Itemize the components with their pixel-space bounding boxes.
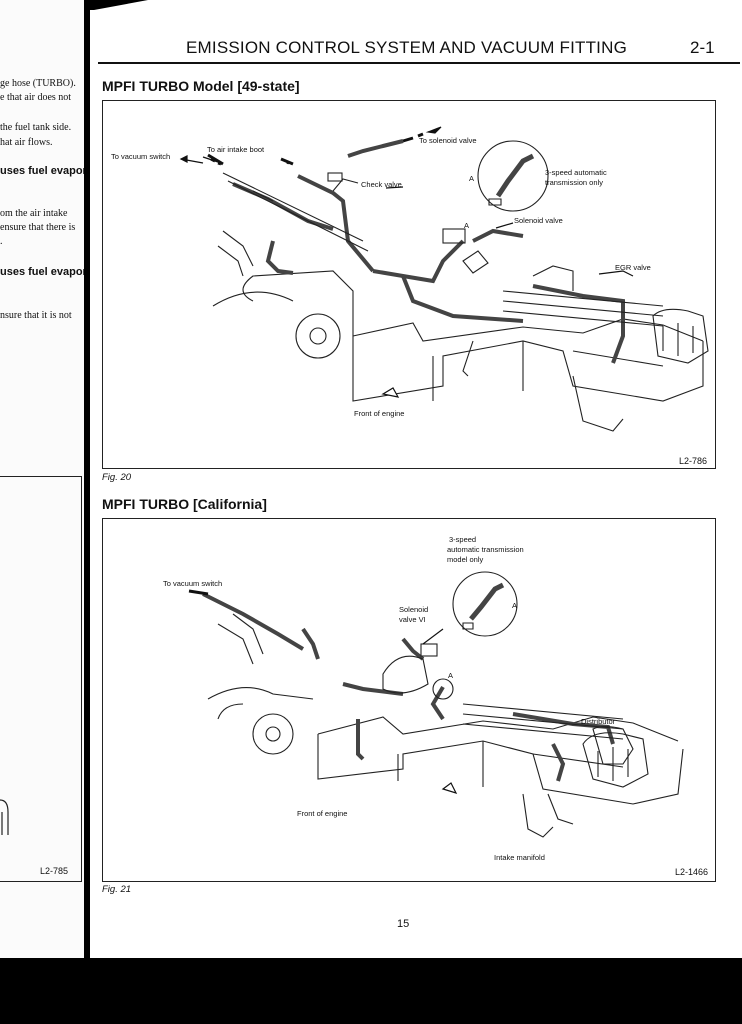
label-transmission-line-1: 3-speed automatic — [545, 168, 607, 177]
label-to-vacuum-switch: To vacuum switch — [163, 579, 223, 588]
left-text-line: ensure that there is — [0, 222, 76, 233]
left-figure-code: L2-785 — [40, 866, 69, 876]
left-text-line: . — [0, 236, 3, 247]
left-facing-page: ge hose (TURBO). e that air does not the… — [0, 0, 84, 958]
label-detail-a-engine: A — [448, 671, 454, 680]
figure-2-title: MPFI TURBO [California] — [102, 496, 267, 512]
label-intake-manifold: Intake manifold — [494, 853, 545, 862]
figure-2-engine-drawing — [188, 571, 684, 838]
left-figure-fragment — [0, 799, 9, 835]
figure-2-code: L2-1466 — [675, 867, 709, 877]
label-egr-valve: EGR valve — [615, 263, 651, 272]
left-text-line: the fuel tank side. — [0, 122, 72, 133]
figure-1-frame: To vacuum switch To air intake boot To s… — [102, 100, 716, 469]
label-to-air-intake-boot: To air intake boot — [207, 145, 265, 154]
left-text-line: uses fuel evaporat- — [0, 165, 84, 177]
label-front-of-engine: Front of engine — [354, 409, 405, 418]
figure-2-caption: Fig. 21 — [102, 884, 132, 895]
label-detail-a: A — [512, 601, 518, 610]
label-detail-a: A — [469, 174, 475, 183]
left-text-line: uses fuel evaporat- — [0, 266, 84, 278]
figure-1-code: L2-786 — [679, 456, 708, 466]
left-figure-frame — [0, 476, 82, 882]
label-3-speed: 3-speed — [449, 535, 477, 544]
figure-1-caption: Fig. 20 — [102, 472, 132, 483]
label-transmission-line-2: transmission only — [545, 178, 603, 187]
label-detail-a-engine: A — [464, 221, 470, 230]
label-valve-vi: valve VI — [399, 615, 426, 624]
figure-2-frame: 3-speed automatic transmission model onl… — [102, 518, 716, 882]
section-number: 2-1 — [690, 38, 715, 57]
label-solenoid-valve: Solenoid valve — [514, 216, 563, 225]
label-to-vacuum-switch: To vacuum switch — [111, 152, 171, 161]
label-to-solenoid-valve: To solenoid valve — [419, 136, 477, 145]
label-solenoid: Solenoid — [399, 605, 429, 614]
scan-border — [0, 958, 742, 1024]
header-rule — [98, 62, 740, 64]
figure-1-title: MPFI TURBO Model [49-state] — [102, 78, 300, 94]
page-header-title: EMISSION CONTROL SYSTEM AND VACUUM FITTI… — [186, 38, 627, 57]
label-automatic-transmission: automatic transmission — [447, 545, 524, 554]
figure-1-engine-drawing — [179, 126, 709, 432]
label-model-only: model only — [447, 555, 484, 564]
left-text-line: e that air does not — [0, 92, 72, 103]
page-gutter — [84, 0, 90, 958]
label-front-of-engine: Front of engine — [297, 809, 348, 818]
label-check-valve: Check valve — [361, 180, 402, 189]
left-text-line: ge hose (TURBO). — [0, 78, 76, 89]
page-number: 15 — [397, 918, 410, 930]
label-distributor: Distributor — [581, 717, 616, 726]
left-text-line: nsure that it is not — [0, 310, 72, 321]
left-text-line: hat air flows. — [0, 137, 53, 148]
page-gutter-shadow — [88, 0, 148, 10]
left-text-line: om the air intake — [0, 208, 68, 219]
